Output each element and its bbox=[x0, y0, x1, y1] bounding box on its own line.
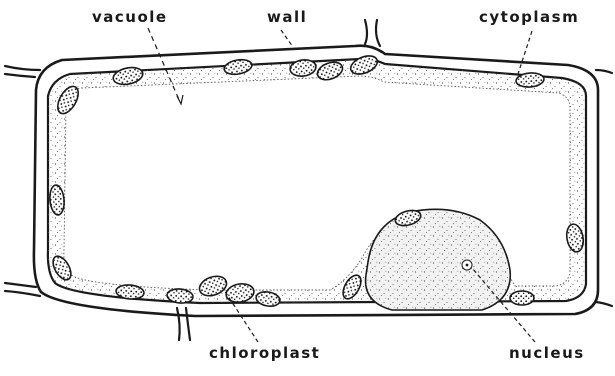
label-cytoplasm: cytoplasm bbox=[479, 10, 579, 25]
cytoplasm-leader bbox=[518, 31, 532, 74]
vacuole-leader bbox=[148, 28, 180, 102]
label-vacuole: vacuole bbox=[92, 10, 168, 25]
label-wall: wall bbox=[267, 10, 307, 25]
label-chloroplast: chloroplast bbox=[209, 346, 320, 361]
nucleus bbox=[366, 209, 511, 310]
wall-leader bbox=[281, 30, 293, 47]
label-nucleus: nucleus bbox=[509, 346, 585, 361]
chloroplast bbox=[510, 291, 534, 305]
